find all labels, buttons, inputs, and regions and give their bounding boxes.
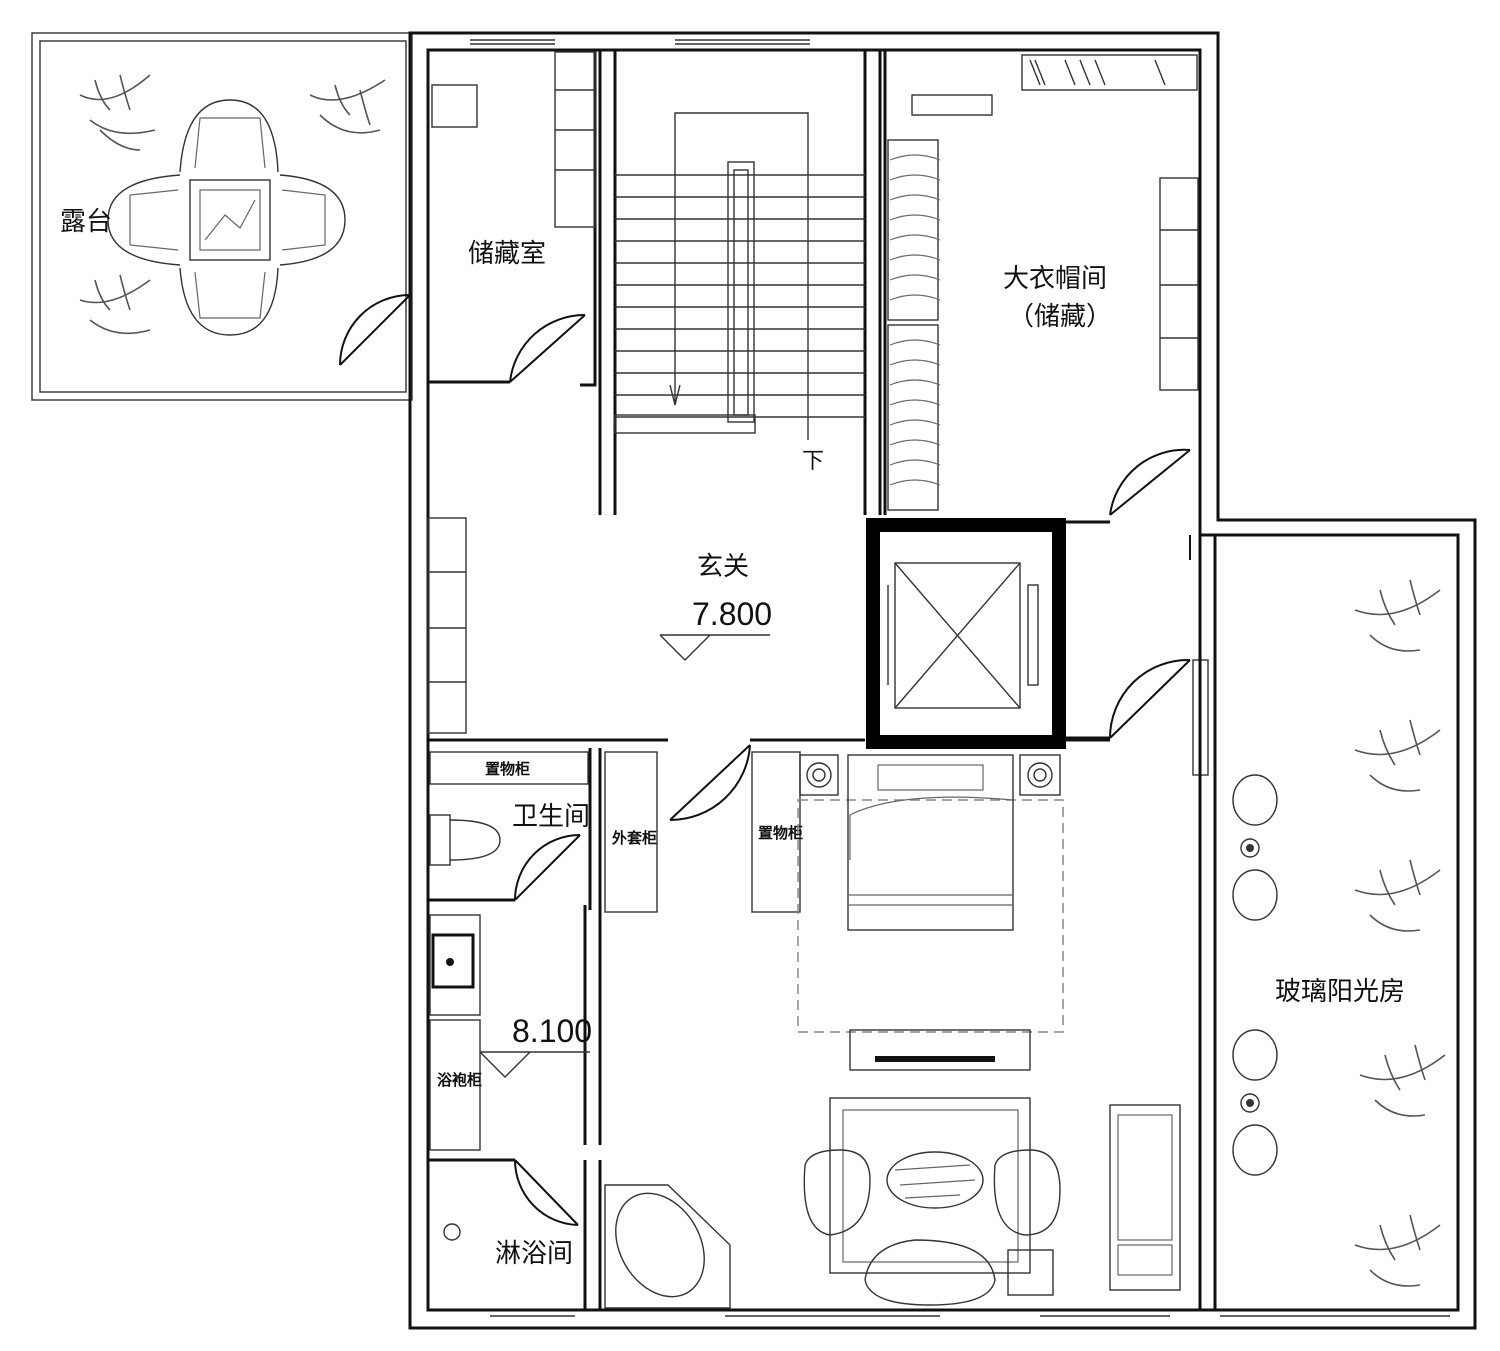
nightstand-right-icon xyxy=(1019,754,1061,796)
nightstand-left-icon xyxy=(799,754,839,796)
terrace-label: 露台 xyxy=(60,207,112,237)
terrace-plants xyxy=(79,74,386,335)
sunroom-plants xyxy=(1354,579,1446,1287)
foyer-label: 玄关 xyxy=(697,552,749,582)
foyer: 玄关 7.800 xyxy=(427,517,772,734)
bed-rug-outline xyxy=(797,799,1064,1033)
staircase: 下 xyxy=(598,50,882,515)
hanging-rack-2 xyxy=(887,324,941,511)
tv-icon xyxy=(875,1056,995,1062)
sunroom: 玻璃阳光房 xyxy=(1198,535,1446,1310)
bathroom-door[interactable] xyxy=(514,834,581,901)
bed-cabinet-label: 置物柜 xyxy=(758,824,803,842)
storage-room-label: 储藏室 xyxy=(468,239,546,269)
outer-walls xyxy=(408,31,1477,1330)
vanity-area: 浴袍柜 8.100 xyxy=(429,905,602,1151)
bathrobe-cabinet-label: 浴袍柜 xyxy=(437,1071,482,1089)
sunroom-seating-upper xyxy=(1232,774,1278,921)
vanity-sink-icon xyxy=(431,933,475,989)
tv-cabinet xyxy=(849,1029,1031,1071)
foyer-level-value: 7.800 xyxy=(692,596,772,632)
bath-level-value: 8.100 xyxy=(512,1013,592,1049)
hanging-rack-1 xyxy=(887,139,941,321)
coat-cabinet-label: 外套柜 xyxy=(611,829,657,847)
storage-door[interactable] xyxy=(339,294,411,366)
cloakroom-label: 大衣帽间 xyxy=(1003,264,1107,294)
terrace-table-set xyxy=(107,99,346,336)
shower-room-label: 淋浴间 xyxy=(495,1239,573,1269)
bed xyxy=(847,754,1014,931)
elevator xyxy=(866,518,1066,749)
storage-sink-icon xyxy=(431,84,478,128)
bedroom-main-door[interactable] xyxy=(669,744,751,822)
stair-treads xyxy=(615,174,865,418)
treadmill-icon xyxy=(1109,1104,1181,1291)
stair-down-label: 下 xyxy=(802,449,824,474)
foyer-level-marker: 7.800 xyxy=(659,596,772,661)
cloakroom-sublabel: （储藏） xyxy=(1008,302,1112,332)
bedroom-side-door[interactable] xyxy=(1109,658,1191,739)
toilet-icon xyxy=(429,814,501,866)
shower-door[interactable] xyxy=(514,1159,579,1226)
bathtub-icon xyxy=(604,1184,731,1309)
bathroom: 置物柜 卫生间 xyxy=(428,748,602,910)
shower-room: 淋浴间 xyxy=(428,1158,602,1310)
terrace-area: 露台 xyxy=(31,32,413,401)
bedroom: 外套柜 置物柜 xyxy=(604,751,1181,1309)
vanity-drain-icon xyxy=(446,958,454,966)
shower-drain-icon xyxy=(443,1223,461,1241)
cloakroom: 大衣帽间 （储藏） xyxy=(883,50,1199,516)
sunroom-seating-lower xyxy=(1232,1029,1278,1176)
bath-cabinet-label: 置物柜 xyxy=(485,760,530,778)
phone-table-icon xyxy=(1007,1249,1054,1296)
sunroom-label: 玻璃阳光房 xyxy=(1275,977,1405,1007)
storage-room: 储藏室 xyxy=(339,50,597,387)
lounge-area xyxy=(803,1097,1061,1306)
bath-level-marker: 8.100 xyxy=(479,1013,592,1078)
bathroom-label: 卫生间 xyxy=(512,802,590,832)
storage-inner-door[interactable] xyxy=(509,313,586,383)
cloakroom-door[interactable] xyxy=(1109,448,1191,516)
